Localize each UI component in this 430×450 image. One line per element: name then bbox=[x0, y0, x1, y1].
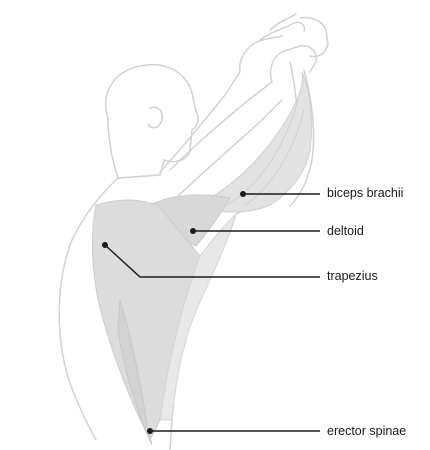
biceps-leader-dot bbox=[240, 191, 246, 197]
deltoid-leader-dot bbox=[190, 228, 196, 234]
biceps-label: biceps brachii bbox=[327, 187, 403, 200]
erector-label: erector spinae bbox=[327, 425, 406, 438]
trapezius-label: trapezius bbox=[327, 270, 378, 283]
hands-outline bbox=[258, 14, 328, 57]
biceps-muscle-shape bbox=[210, 72, 312, 212]
deltoid-label: deltoid bbox=[327, 225, 364, 238]
erector-leader-dot bbox=[147, 428, 153, 434]
muscle-shading bbox=[92, 72, 311, 445]
trapezius-leader-dot bbox=[102, 242, 108, 248]
ear-outline bbox=[148, 107, 162, 128]
head-outline bbox=[106, 65, 199, 178]
